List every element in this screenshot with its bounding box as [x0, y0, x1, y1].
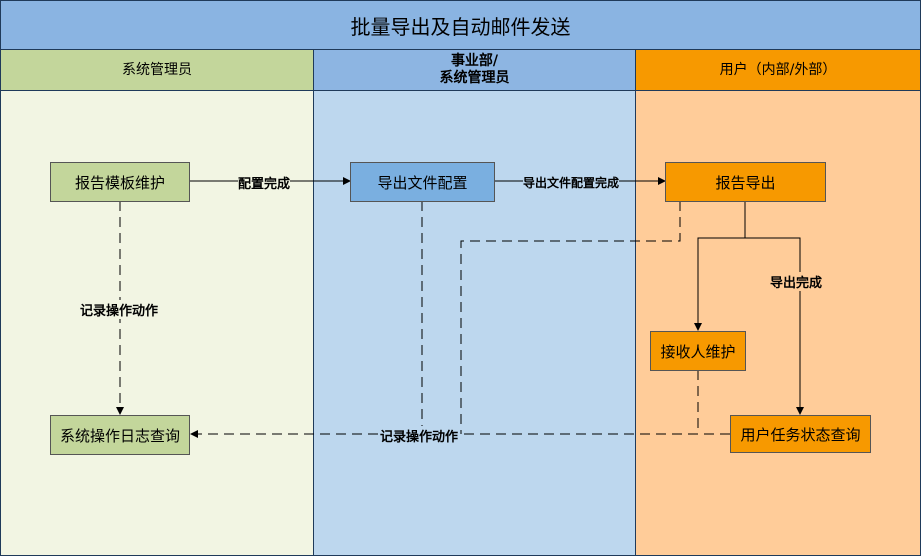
edge-report-split: [694, 201, 746, 331]
lane-header-dept: 事业部/ 系统管理员: [313, 49, 636, 91]
lane-header-dept-label-2: 系统管理员: [439, 70, 510, 86]
node-report-export: 报告导出: [665, 162, 826, 202]
node-receiver-maint: 接收人维护: [650, 331, 746, 371]
lane-header-admin-label: 系统管理员: [122, 61, 192, 78]
lane-header-user: 用户（内部/外部）: [635, 49, 921, 91]
edge-label-export-done: 导出完成: [770, 272, 823, 291]
lane-header-user-label: 用户（内部/外部）: [719, 61, 837, 78]
edge-label-log-left: 记录操作动作: [80, 300, 159, 319]
lane-header-dept-label-1: 事业部/: [450, 53, 499, 69]
edge-label-config-done: 配置完成: [238, 173, 291, 192]
node-op-log-query: 系统操作日志查询: [50, 415, 190, 455]
node-task-status-query: 用户任务状态查询: [730, 415, 871, 453]
diagram-title: 批量导出及自动邮件发送: [0, 0, 921, 50]
node-report-template: 报告模板维护: [50, 162, 190, 202]
edge-label-log-bottom: 记录操作动作: [380, 426, 459, 445]
edge-label-export-config-done: 导出文件配置完成: [523, 174, 620, 191]
node-export-config: 导出文件配置: [350, 162, 495, 202]
edge-report-export-log: [460, 201, 681, 434]
edge-export-done: [745, 237, 804, 415]
